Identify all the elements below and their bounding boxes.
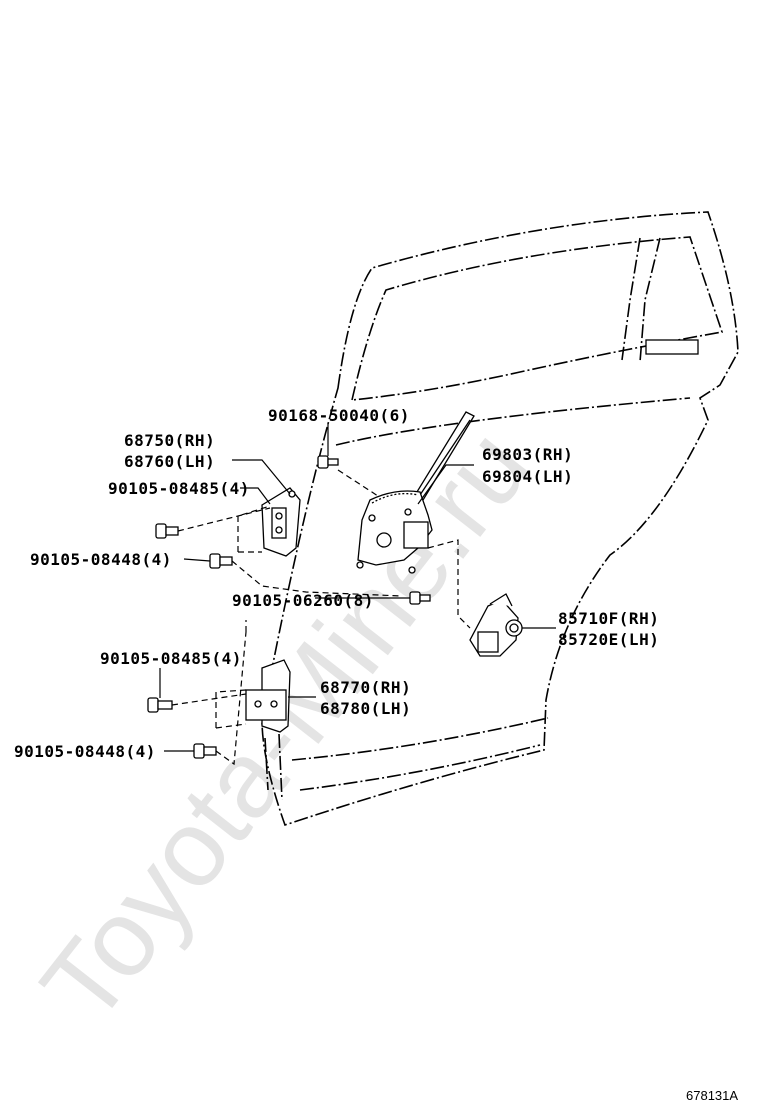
rear-door-outline [261, 211, 739, 827]
label-bolt-upper-b: 90105-08448(4) [30, 550, 172, 569]
label-bolt-upper-a: 90105-08485(4) [108, 479, 250, 498]
screw-regulator-icon [317, 455, 339, 469]
bolt-regulator-icon [409, 591, 431, 605]
installation-lines [171, 469, 471, 766]
diagram-code: 678131A [686, 1088, 738, 1103]
label-bolt-lower-a: 90105-08485(4) [100, 649, 242, 668]
bolt-lower-a-icon [147, 697, 173, 713]
bolt-upper-a-icon [155, 523, 179, 539]
label-motor-rh: 85710F(RH) [558, 609, 659, 628]
label-bolt-regulator: 90105-06260(8) [232, 591, 374, 610]
label-hinge-upper-lh: 68760(LH) [124, 452, 215, 471]
leader-lines [159, 424, 556, 752]
label-regulator-rh: 69803(RH) [482, 445, 573, 464]
label-hinge-lower-rh: 68770(RH) [320, 678, 411, 697]
label-regulator-lh: 69804(LH) [482, 467, 573, 486]
lower-hinge-icon [245, 659, 291, 733]
window-regulator-icon [356, 411, 475, 574]
label-motor-lh: 85720E(LH) [558, 630, 659, 649]
label-hinge-lower-lh: 68780(LH) [320, 699, 411, 718]
door-bracket-icon [645, 339, 699, 355]
label-screw-regulator: 90168-50040(6) [268, 406, 410, 425]
window-motor-icon [469, 593, 523, 657]
bolt-upper-b-icon [209, 553, 233, 569]
upper-hinge-icon [261, 487, 301, 557]
label-hinge-upper-rh: 68750(RH) [124, 431, 215, 450]
lower-hinge-phantom [215, 689, 247, 729]
label-bolt-lower-b: 90105-08448(4) [14, 742, 156, 761]
